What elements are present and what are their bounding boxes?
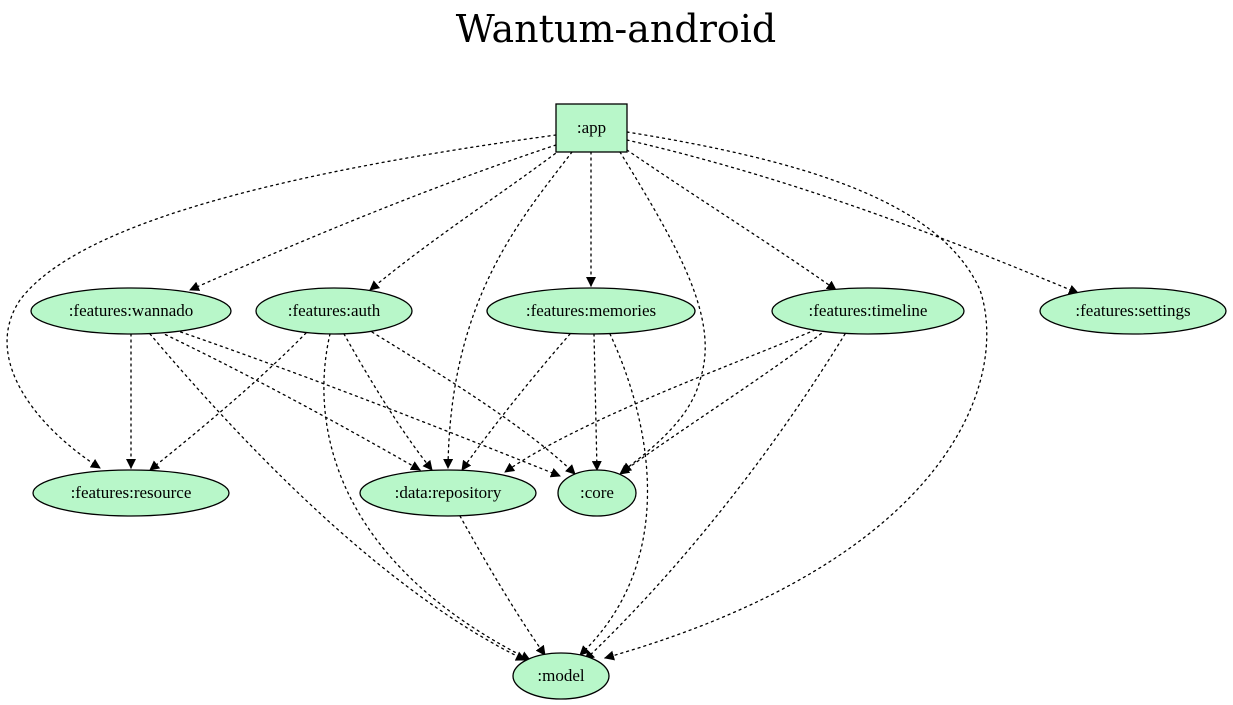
node-model[interactable]: :model bbox=[512, 652, 610, 700]
node-features-wannado[interactable]: :features:wannado bbox=[30, 287, 232, 335]
node-app-shape bbox=[555, 103, 628, 153]
node-data-repository-shape bbox=[359, 469, 537, 517]
node-features-timeline-shape bbox=[771, 287, 965, 335]
node-features-settings-label: :features:settings bbox=[1075, 301, 1190, 320]
node-data-repository[interactable]: :data:repository bbox=[359, 469, 537, 517]
node-features-auth-shape bbox=[255, 287, 413, 335]
node-features-auth-label: :features:auth bbox=[288, 301, 381, 320]
node-features-auth[interactable]: :features:auth bbox=[255, 287, 413, 335]
edge-auth-to-model bbox=[323, 333, 531, 661]
edge-app-to-resource bbox=[6, 134, 557, 469]
edges-layer bbox=[6, 131, 1079, 661]
edge-app-to-auth bbox=[369, 149, 561, 291]
edge-app-to-timeline bbox=[626, 149, 837, 291]
node-core[interactable]: :core bbox=[557, 469, 637, 517]
node-model-label: :model bbox=[537, 666, 584, 685]
edge-repository-to-model bbox=[459, 515, 546, 656]
node-features-timeline-label: :features:timeline bbox=[809, 301, 928, 320]
node-model-shape bbox=[512, 652, 610, 700]
edge-app-to-settings bbox=[626, 139, 1079, 295]
node-app-label: :app bbox=[577, 118, 606, 137]
edge-auth-to-core bbox=[371, 331, 576, 475]
node-features-settings-shape bbox=[1039, 287, 1227, 335]
node-features-settings[interactable]: :features:settings bbox=[1039, 287, 1227, 335]
node-data-repository-label: :data:repository bbox=[395, 483, 502, 502]
node-features-timeline[interactable]: :features:timeline bbox=[771, 287, 965, 335]
edge-memories-to-model bbox=[579, 333, 649, 656]
node-features-wannado-label: :features:wannado bbox=[69, 301, 194, 320]
node-features-resource[interactable]: :features:resource bbox=[32, 469, 230, 517]
node-features-resource-label: :features:resource bbox=[71, 483, 192, 502]
edge-timeline-to-repository bbox=[504, 329, 816, 473]
edge-wannado-to-repository bbox=[159, 331, 421, 471]
edge-app-to-model bbox=[604, 131, 988, 661]
edge-wannado-to-core bbox=[174, 329, 561, 478]
edge-auth-to-repository bbox=[343, 333, 433, 471]
edge-memories-to-repository bbox=[461, 333, 571, 471]
edge-auth-to-resource bbox=[149, 332, 307, 471]
edge-memories-to-core bbox=[591, 333, 602, 471]
node-features-memories[interactable]: :features:memories bbox=[486, 287, 696, 335]
graph-title: Wantum-android bbox=[456, 7, 776, 51]
node-app[interactable]: :app bbox=[555, 103, 628, 153]
edge-app-to-core bbox=[619, 151, 706, 473]
edge-timeline-to-core bbox=[619, 329, 827, 475]
edge-wannado-to-model bbox=[149, 333, 526, 661]
edge-app-to-wannado bbox=[189, 144, 557, 291]
node-features-wannado-shape bbox=[30, 287, 232, 335]
node-features-memories-shape bbox=[486, 287, 696, 335]
node-features-memories-label: :features:memories bbox=[526, 301, 656, 320]
node-features-resource-shape bbox=[32, 469, 230, 517]
node-core-shape bbox=[557, 469, 637, 517]
edge-app-to-repository bbox=[443, 151, 573, 469]
node-core-label: :core bbox=[580, 483, 614, 502]
